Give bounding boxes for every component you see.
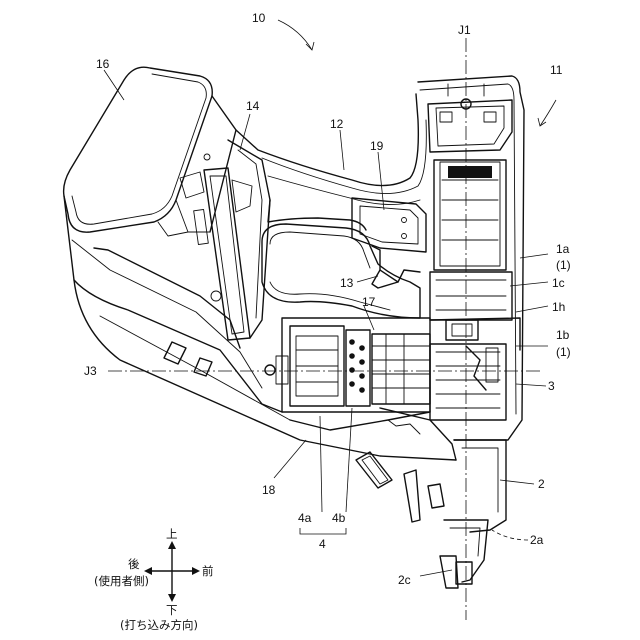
label-1h: 1h (552, 300, 565, 314)
label-17: 17 (362, 295, 376, 309)
compass-down-note: (打ち込み方向) (120, 618, 198, 632)
compass-back-note: (使用者側) (94, 574, 149, 588)
label-j1: J1 (458, 23, 471, 37)
compass-front: 前 (202, 564, 214, 578)
label-4b: 4b (332, 511, 346, 525)
drive-mechanism (265, 318, 430, 412)
label-10: 10 (252, 11, 266, 25)
label-16: 16 (96, 57, 110, 71)
label-1a-sub: (1) (556, 258, 571, 272)
label-1c: 1c (552, 276, 565, 290)
battery-mount (180, 140, 270, 340)
label-1a: 1a (556, 242, 570, 256)
compass-up: 上 (166, 527, 178, 541)
label-4a: 4a (298, 511, 312, 525)
leader-lines (104, 20, 556, 576)
label-18: 18 (262, 483, 276, 497)
label-13: 13 (340, 276, 354, 290)
label-19: 19 (370, 139, 384, 153)
label-1b-sub: (1) (556, 345, 571, 359)
label-2c: 2c (398, 573, 411, 587)
label-2a: 2a (530, 533, 544, 547)
label-3: 3 (548, 379, 555, 393)
label-12: 12 (330, 117, 344, 131)
compass-down: 下 (166, 603, 178, 617)
direction-compass: 上 後 前 (使用者側) 下 (打ち込み方向) (94, 527, 214, 632)
compass-back: 後 (128, 557, 140, 571)
label-j3: J3 (84, 364, 97, 378)
label-4: 4 (319, 537, 326, 551)
label-1b: 1b (556, 328, 570, 342)
front-housing (418, 76, 524, 440)
label-14: 14 (246, 99, 260, 113)
label-2: 2 (538, 477, 545, 491)
label-11: 11 (550, 63, 563, 77)
